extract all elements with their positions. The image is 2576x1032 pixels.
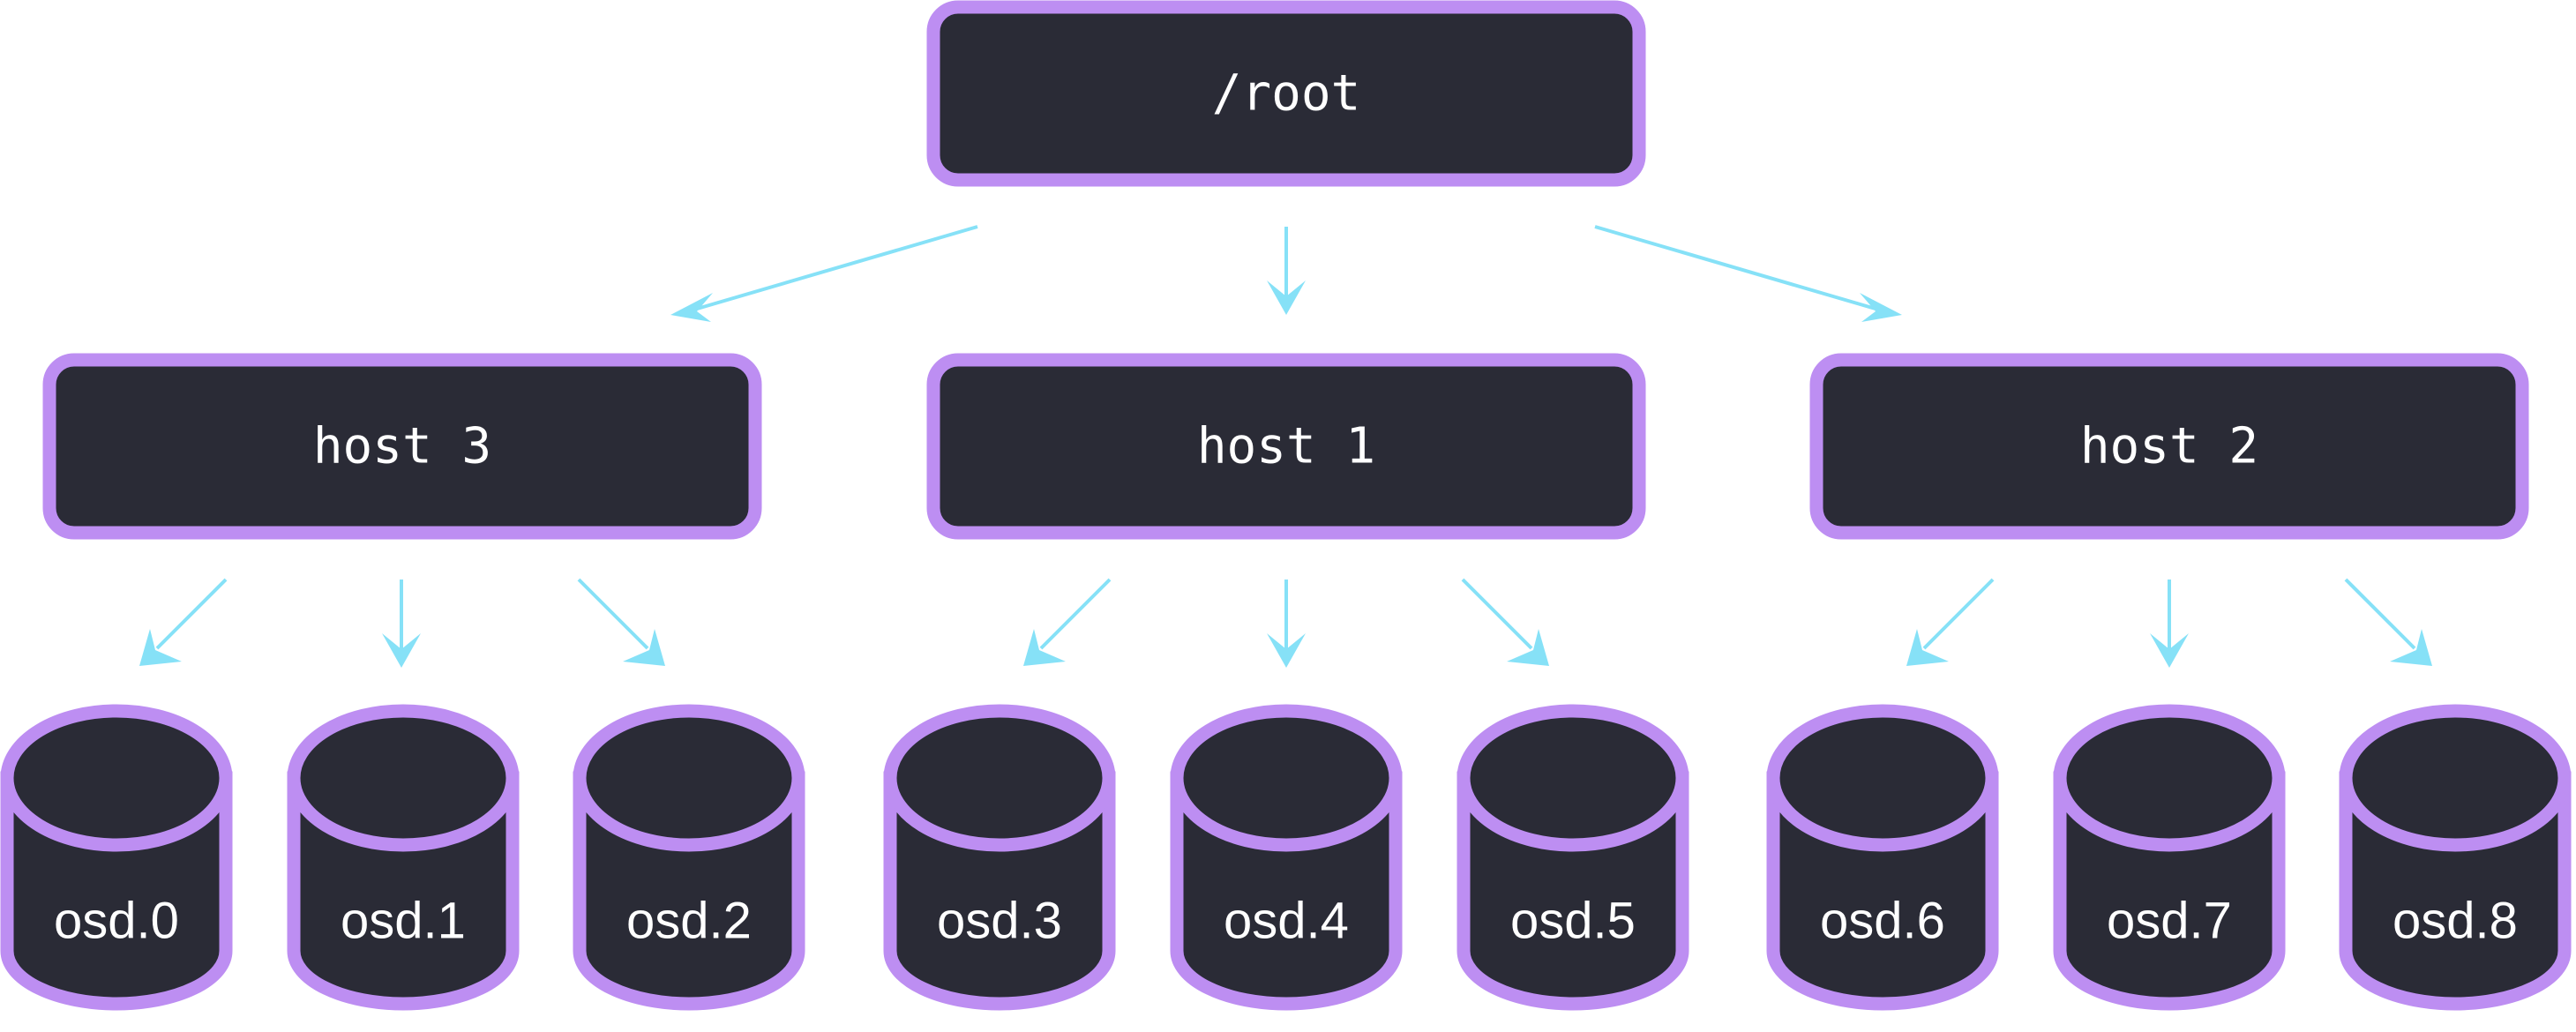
arrowhead — [670, 293, 713, 322]
edge-host3-osd1 — [382, 580, 421, 668]
arrowhead — [623, 629, 665, 666]
arrowhead — [1906, 629, 1949, 666]
disk-top — [1456, 704, 1689, 852]
arrowhead — [1267, 633, 1306, 668]
osd-disk-1[interactable]: osd.1 — [287, 704, 520, 1011]
edge-root-host3 — [670, 225, 978, 322]
root-node-box — [926, 0, 1646, 187]
osd-disk-0[interactable]: osd.0 — [0, 704, 233, 1011]
osd-label: osd.6 — [1820, 893, 1945, 950]
disk-top — [2339, 704, 2572, 852]
arrowhead — [382, 633, 421, 668]
osd-label: osd.7 — [2107, 893, 2232, 950]
arrowhead — [1023, 629, 1066, 666]
edge-host1-osd5 — [1461, 578, 1549, 666]
edge-host2-osd7 — [2150, 580, 2189, 668]
edge-root-host2 — [1594, 225, 1902, 322]
edge-root-host1 — [1267, 227, 1306, 315]
osd-label: osd.1 — [341, 893, 466, 950]
edge-host3-osd0 — [139, 578, 228, 666]
disk-top — [2053, 704, 2286, 852]
disk-top — [1170, 704, 1403, 852]
disk-top — [573, 704, 805, 852]
osd-label: osd.5 — [1510, 893, 1636, 950]
edge-host2-osd8 — [2344, 578, 2432, 666]
host-node-host3[interactable]: host 3 — [42, 353, 762, 540]
osd-disk-5[interactable]: osd.5 — [1456, 704, 1689, 1011]
disk-top — [883, 704, 1116, 852]
osd-disk-3[interactable]: osd.3 — [883, 704, 1116, 1011]
disk-top — [0, 704, 233, 852]
osd-label: osd.4 — [1224, 893, 1349, 950]
arrowhead — [1267, 280, 1306, 315]
host-node-label: host 2 — [2080, 418, 2258, 475]
host-node-host2[interactable]: host 2 — [1809, 353, 2529, 540]
osd-label: osd.8 — [2393, 893, 2518, 950]
host-node-box — [42, 353, 762, 540]
osd-label: osd.2 — [626, 893, 752, 950]
arrowhead — [1507, 629, 1549, 666]
host-node-host1[interactable]: host 1 — [926, 353, 1646, 540]
disk-top — [287, 704, 520, 852]
root-edges — [670, 225, 1902, 322]
osd-disk-4[interactable]: osd.4 — [1170, 704, 1403, 1011]
host-node-label: host 1 — [1197, 418, 1375, 475]
edge-host3-osd2 — [577, 578, 665, 666]
osd-disk-2[interactable]: osd.2 — [573, 704, 805, 1011]
edge-host2-osd6 — [1906, 578, 1995, 666]
arrowhead — [2150, 633, 2189, 668]
osd-label: osd.0 — [54, 893, 179, 950]
edge-host1-osd4 — [1267, 580, 1306, 668]
host-node-label: host 3 — [313, 418, 491, 475]
host-edges — [139, 578, 2432, 668]
arrowhead — [2390, 629, 2432, 666]
root-node-label: /root — [1212, 65, 1361, 123]
osd-disk-7[interactable]: osd.7 — [2053, 704, 2286, 1011]
arrowhead — [139, 629, 182, 666]
disk-top — [1766, 704, 1999, 852]
host-node-box — [1809, 353, 2529, 540]
host-node-box — [926, 353, 1646, 540]
arrowhead — [1860, 293, 1902, 322]
osd-disk-8[interactable]: osd.8 — [2339, 704, 2572, 1011]
root-node[interactable]: /root — [926, 0, 1646, 187]
osd-label: osd.3 — [937, 893, 1062, 950]
osd-disk-6[interactable]: osd.6 — [1766, 704, 1999, 1011]
edge-host1-osd3 — [1023, 578, 1112, 666]
